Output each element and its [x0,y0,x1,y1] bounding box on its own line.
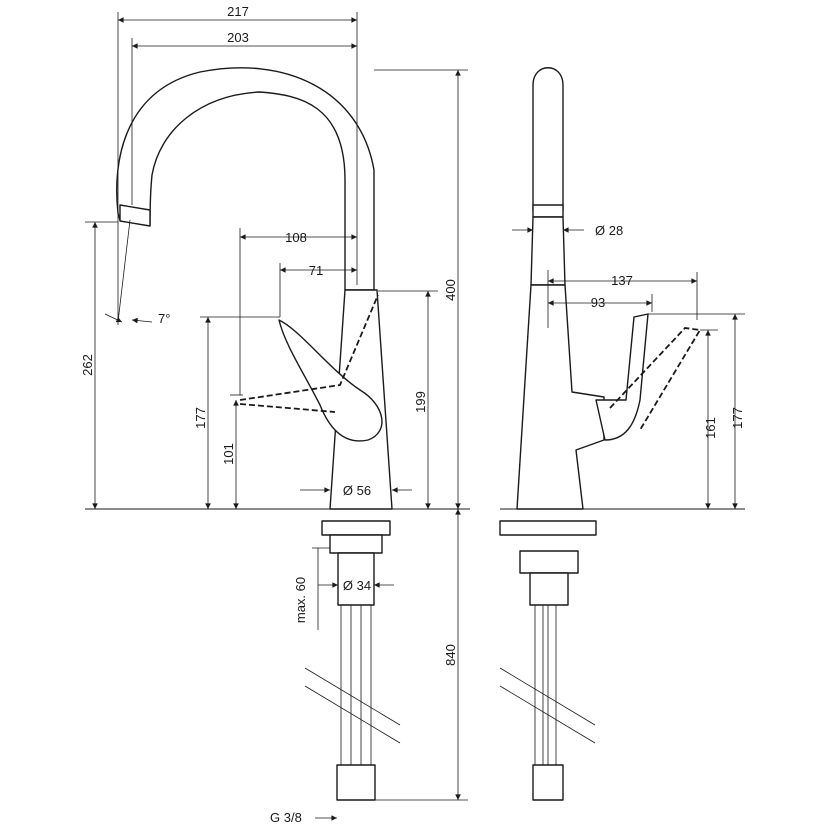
side-break-1 [499,667,596,726]
side-lever-open-dashed [609,327,702,431]
front-break-2 [304,685,401,744]
label-161: 161 [703,417,718,439]
front-hose-right [360,604,372,766]
label-203: 203 [227,30,249,45]
label-g38: G 3/8 [270,810,302,825]
label-93: 93 [591,295,605,310]
label-400: 400 [443,279,458,301]
front-spout-outlet [119,204,151,227]
label-217: 217 [227,4,249,19]
front-lever [278,319,383,442]
label-137: 137 [611,273,633,288]
label-840: 840 [443,644,458,666]
label-177: 177 [193,407,208,429]
side-spout [532,67,564,211]
side-flange [499,520,597,536]
label-diameter-34: Ø 34 [343,578,371,593]
label-71: 71 [309,263,323,278]
front-shank [337,552,375,606]
side-hose-left [534,604,544,766]
label-max60: max. 60 [293,577,308,623]
front-break-1 [304,667,401,726]
label-angle: 7° [158,311,170,326]
front-connector [336,764,376,801]
label-108: 108 [285,230,307,245]
side-thread [519,550,579,574]
front-hose-left [340,604,352,766]
front-lever-open-dashed [239,294,379,413]
side-lever [595,313,649,441]
label-101: 101 [221,443,236,465]
side-spout-joint [532,204,564,218]
side-body [516,284,605,510]
front-thread [329,534,383,554]
label-262: 262 [80,354,95,376]
label-diameter-28: Ø 28 [595,223,623,238]
side-break-2 [499,685,596,744]
side-hose-right [547,604,557,766]
side-view: Ø 28 137 93 161 177 [499,67,745,801]
front-spout [116,67,375,291]
label-177-side: 177 [730,407,745,429]
front-view: 217 203 108 71 7° 400 262 177 101 199 Ø … [80,4,470,825]
front-flange [321,520,391,536]
side-connector [532,764,564,801]
side-shank [529,572,569,606]
label-199: 199 [413,391,428,413]
label-diameter-56: Ø 56 [343,483,371,498]
